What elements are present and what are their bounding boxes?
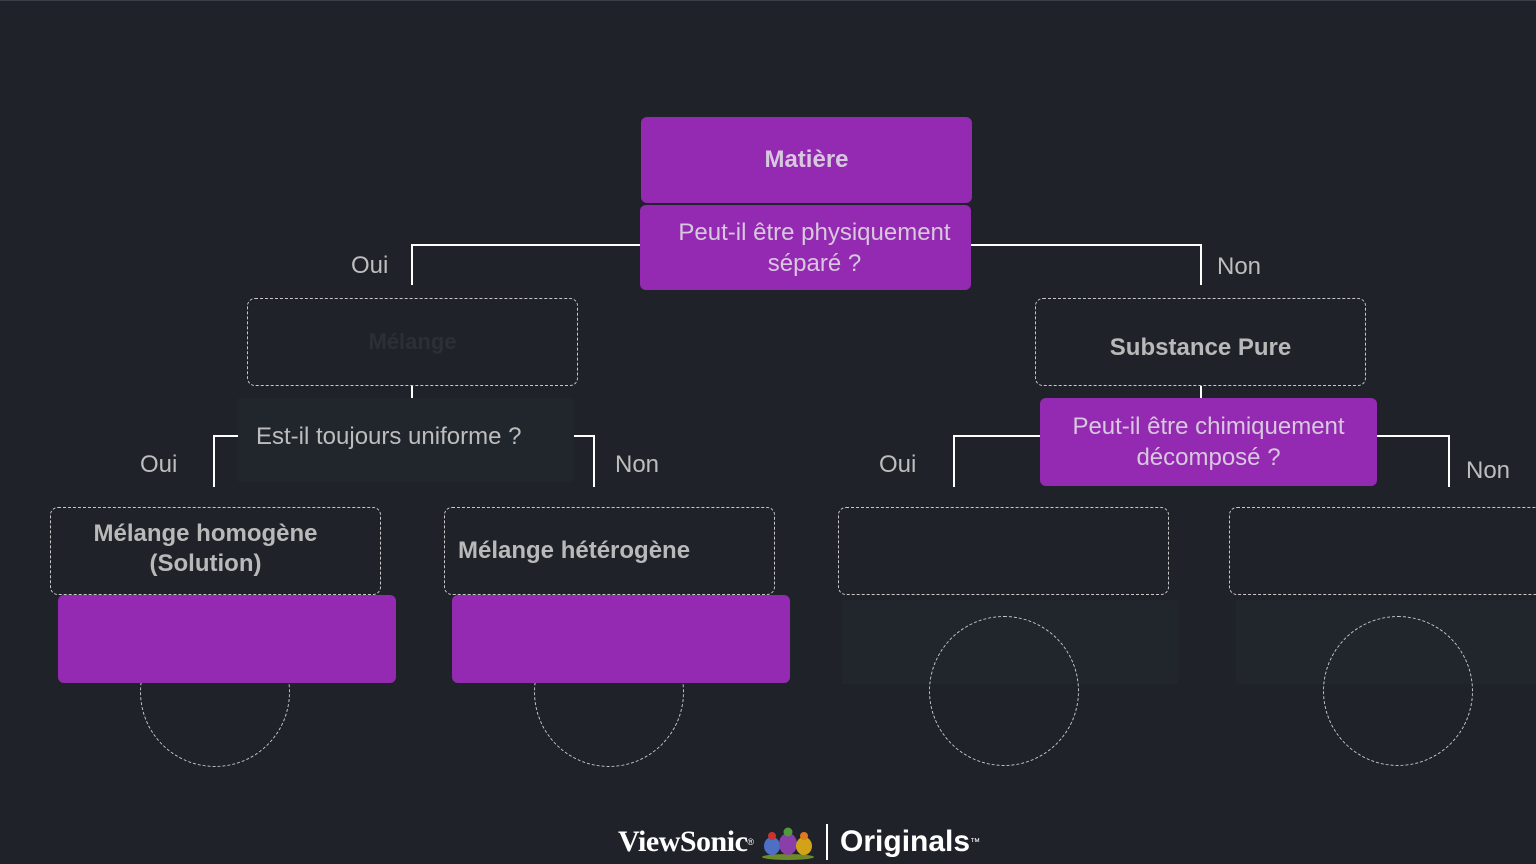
compound-node bbox=[838, 507, 1169, 595]
substance-pure-label: Substance Pure bbox=[1109, 334, 1292, 361]
registered-mark: ® bbox=[747, 837, 755, 847]
decompose-question: Peut-il être chimiquement décomposé ? bbox=[1072, 413, 1345, 471]
melange-label: Mélange bbox=[368, 329, 457, 354]
heterogeneous-example-box bbox=[452, 595, 790, 683]
ghost-rect-left bbox=[238, 398, 574, 482]
substance-right-connector bbox=[1376, 435, 1450, 487]
root-node: Matière bbox=[641, 117, 972, 203]
root-question: Peut-il être physiquement séparé ? bbox=[678, 218, 951, 277]
trademark-mark: ™ bbox=[970, 836, 981, 848]
uniform-question: Est-il toujours uniforme ? bbox=[256, 423, 522, 450]
decompose-no-label: Non bbox=[1466, 457, 1511, 484]
heterogeneous-label: Mélange hétérogène bbox=[458, 537, 691, 564]
homogeneous-node: Mélange homogène (Solution) bbox=[50, 507, 381, 595]
root-question-box: Peut-il être physiquement séparé ? bbox=[640, 205, 971, 290]
homogeneous-label: Mélange homogène (Solution) bbox=[93, 520, 318, 577]
root-yes-label: Oui bbox=[351, 252, 389, 279]
substance-left-connector bbox=[953, 435, 1041, 487]
birds-icon bbox=[762, 827, 815, 860]
top-border bbox=[0, 0, 1536, 1]
homogeneous-example-box bbox=[58, 595, 396, 683]
element-node bbox=[1229, 507, 1536, 595]
root-left-connector bbox=[411, 244, 641, 285]
melange-node: Mélange bbox=[247, 298, 578, 386]
decompose-yes-label: Oui bbox=[879, 451, 917, 478]
compound-circle bbox=[929, 616, 1079, 766]
element-circle bbox=[1323, 616, 1473, 766]
substance-pure-node: Substance Pure bbox=[1035, 298, 1366, 386]
uniform-no-label: Non bbox=[615, 451, 660, 478]
root-right-connector bbox=[971, 244, 1202, 285]
uniform-yes-label: Oui bbox=[140, 451, 178, 478]
heterogeneous-node: Mélange hétérogène bbox=[444, 507, 775, 595]
root-title: Matière bbox=[764, 146, 849, 173]
logo-separator bbox=[826, 824, 829, 860]
root-no-label: Non bbox=[1217, 253, 1262, 280]
product-name: Originals bbox=[840, 825, 971, 858]
brand-name: ViewSonic bbox=[618, 825, 748, 858]
decompose-question-box: Peut-il être chimiquement décomposé ? bbox=[1040, 398, 1377, 486]
